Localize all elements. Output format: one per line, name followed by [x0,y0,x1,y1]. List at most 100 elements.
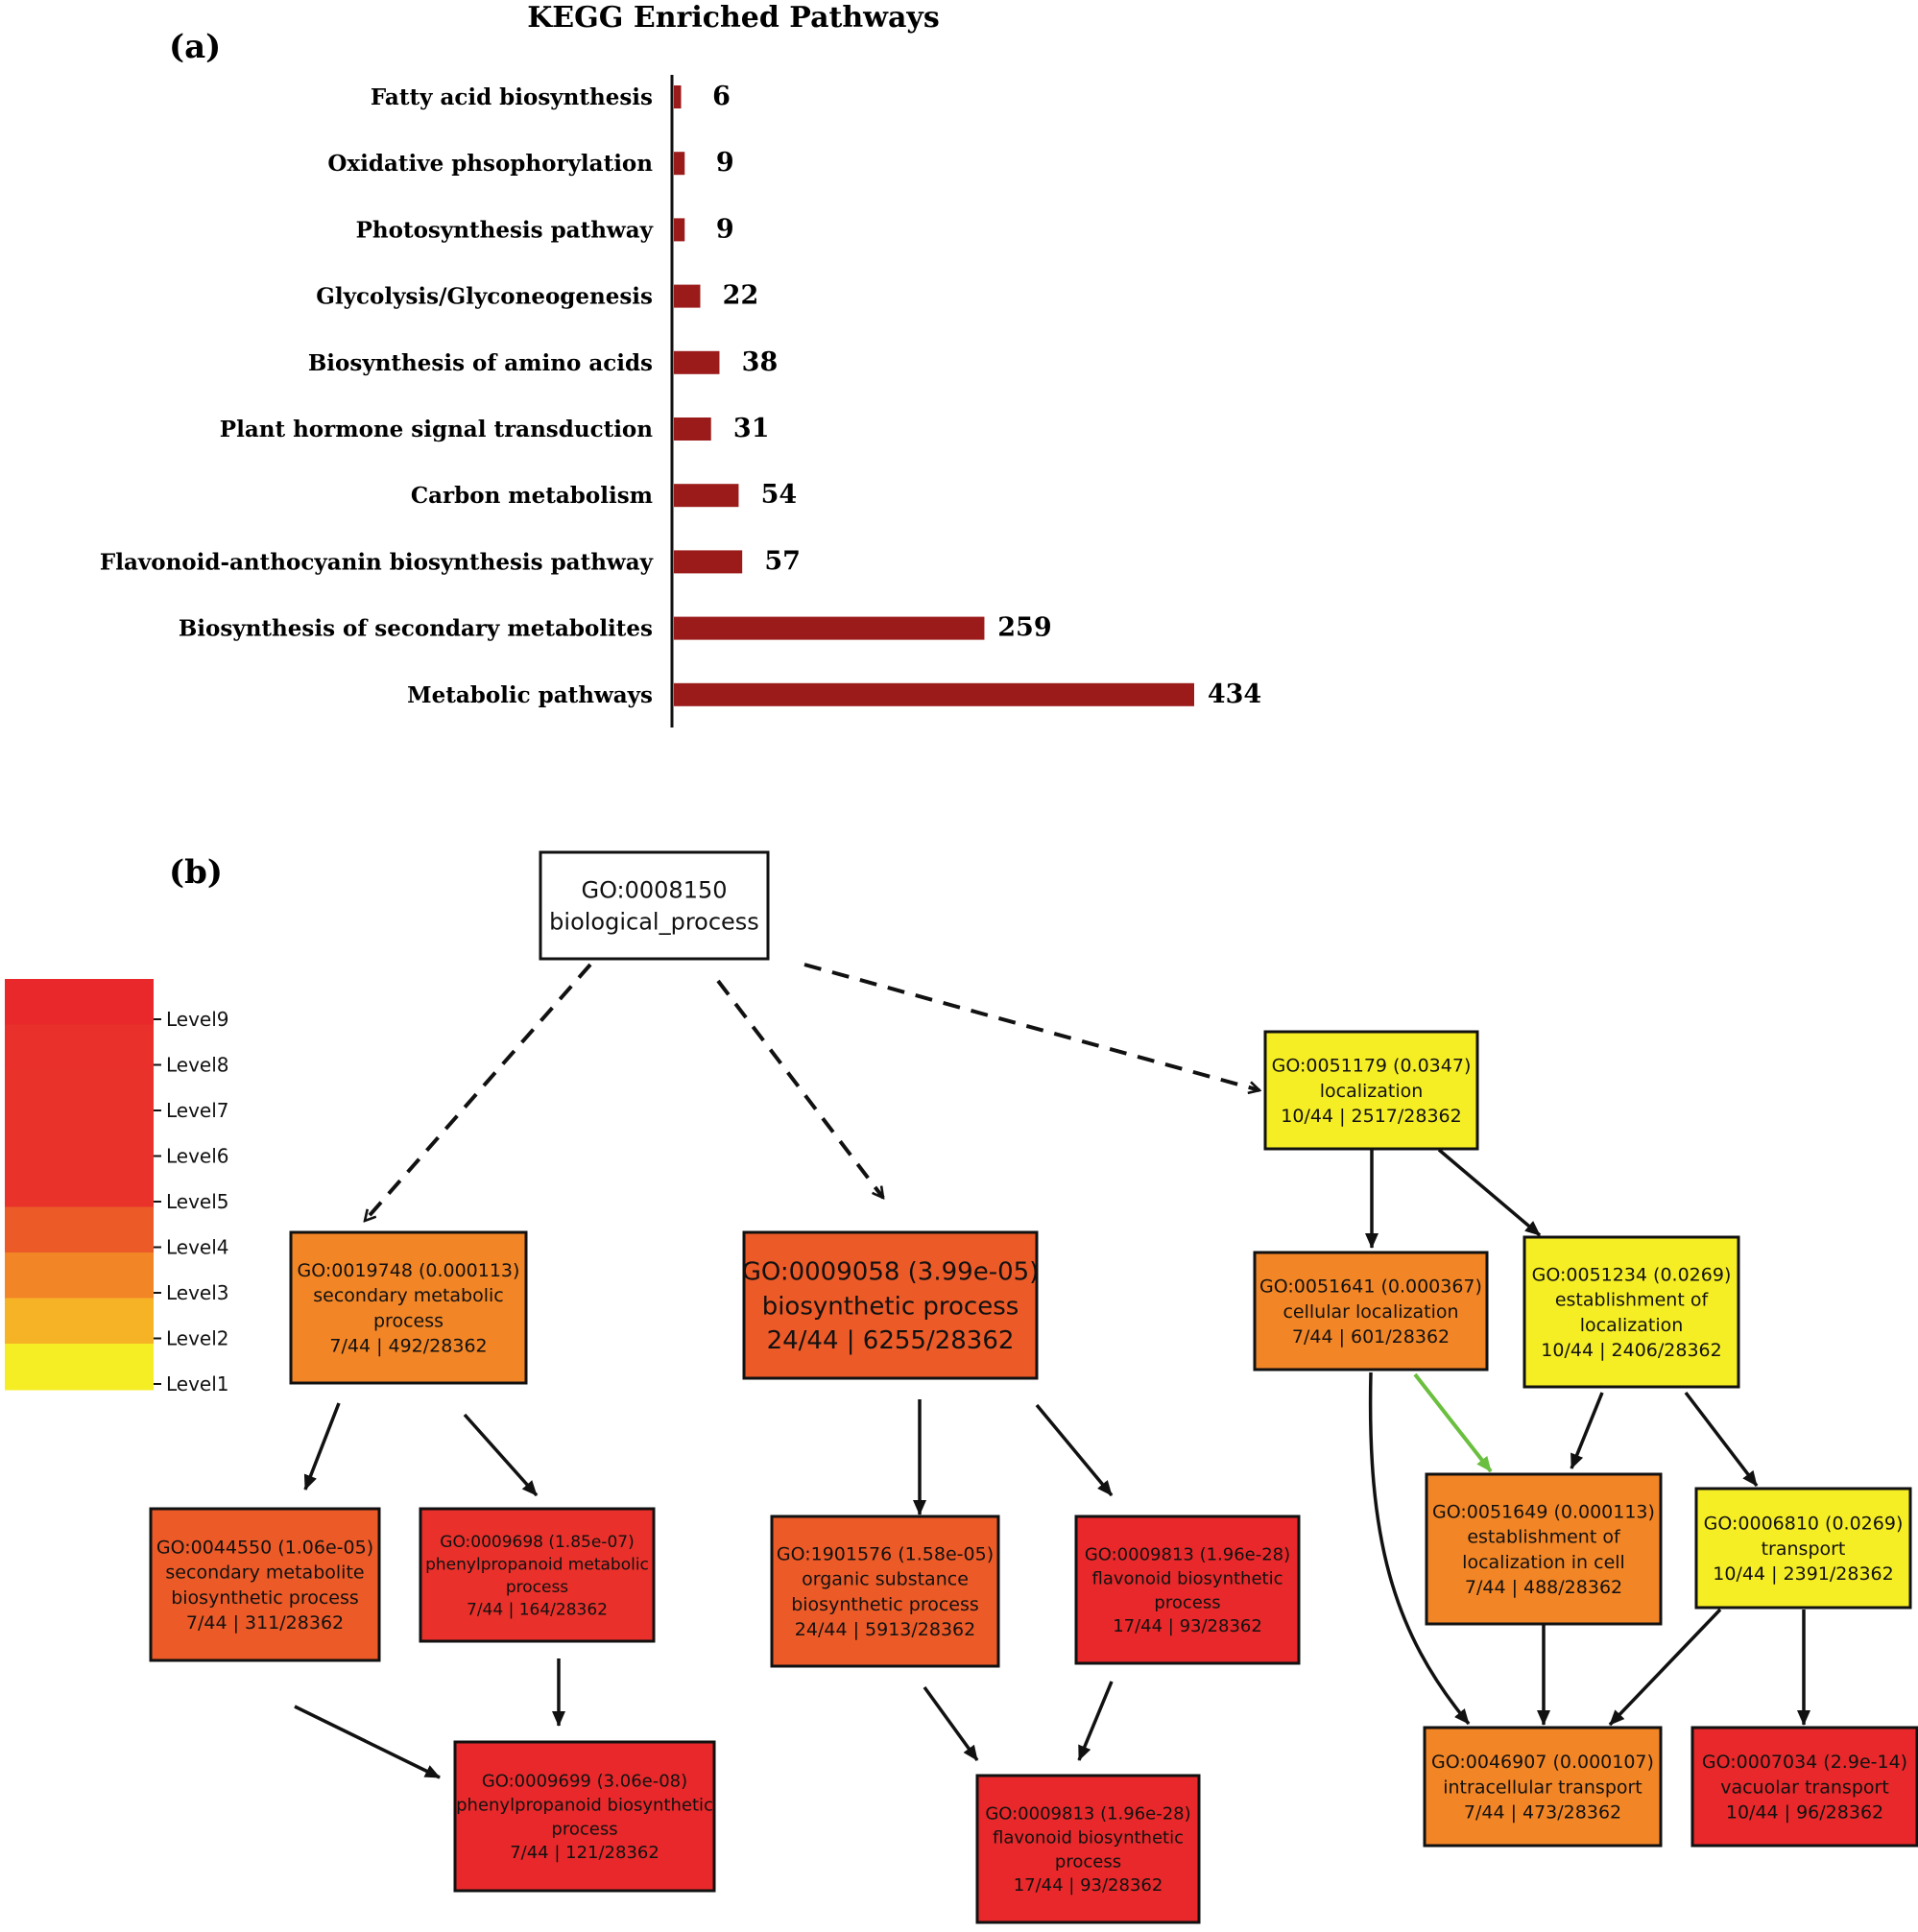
go-node-text: organic substance [802,1569,969,1590]
go-node-text: establishment of [1467,1527,1621,1548]
go-node-text: secondary metabolic [313,1285,503,1306]
go-node-text: 7/44 | 311/28362 [186,1612,344,1634]
go-node-box [1694,1487,1912,1610]
legend-swatch-level2 [5,1298,154,1345]
level-legend: Level9Level8Level7Level6Level5Level4Leve… [5,979,229,1395]
bar [674,350,720,374]
go-node-text: phenylpropanoid biosynthetic [456,1796,713,1816]
go-node-text: GO:0009698 (1.85e-07) [440,1533,634,1552]
go-node-text: localization [1320,1081,1424,1102]
go-node-text: GO:0051179 (0.0347) [1272,1056,1472,1077]
bar [674,682,1194,706]
bar [674,550,743,574]
go-node: GO:0046907 (0.000107)intracellular trans… [1423,1726,1663,1848]
category-label: Flavonoid-anthocyanin biosynthesis pathw… [100,549,654,575]
go-node-box [419,1507,656,1643]
go-node-box [453,1740,716,1893]
go-node-text: GO:0009813 (1.96e-28) [1085,1545,1290,1565]
legend-label: Level8 [166,1054,229,1077]
go-node-text: establishment of [1555,1290,1710,1311]
legend-swatch-level3 [5,1252,154,1300]
go-node: GO:0044550 (1.06e-05) secondary metabolit… [149,1507,381,1662]
go-edges [294,963,1810,1779]
go-node-text: process [373,1310,444,1331]
go-node-text: GO:0009813 (1.96e-28) [985,1804,1190,1825]
go-node-text: vacuolar transport [1720,1777,1889,1798]
go-node-text: 7/44 | 488/28362 [1465,1577,1622,1598]
category-label: Glycolysis/Glyconeogenesis [316,284,653,310]
go-node-text: 10/44 | 2391/28362 [1713,1563,1893,1585]
go-node-text: GO:0009058 (3.99e-05) [742,1257,1040,1286]
go-node-text: GO:1901576 (1.58e-05) [777,1544,994,1565]
dashed-edge [716,979,883,1198]
go-node: GO:0051234 (0.0269) establishment of local… [1522,1235,1740,1389]
go-node: GO:0051641 (0.000367)cellular localizati… [1253,1251,1489,1371]
go-node-text: GO:0051234 (0.0269) [1532,1265,1732,1286]
go-node-text: 7/44 | 601/28362 [1292,1326,1450,1348]
category-label: Biosynthesis of secondary metabolites [179,616,653,642]
value-label: 6 [712,82,731,111]
go-node-box [1253,1251,1489,1371]
legend-swatch-level9 [5,979,154,1026]
solid-edge [1608,1608,1722,1727]
go-node-text: GO:0008150 [581,877,727,904]
go-node: GO:0007034 (2.9e-14)vacuolar transport10… [1690,1726,1918,1848]
green-edge [1413,1372,1493,1473]
go-node-text: secondary metabolite [165,1562,364,1584]
bar [674,218,685,242]
go-node-text: 10/44 | 2406/28362 [1541,1340,1721,1361]
go-node-text: process [551,1819,617,1839]
go-node-text: 7/44 | 492/28362 [329,1336,487,1357]
go-node-text: process [1055,1851,1121,1872]
solid-edge [923,1685,979,1762]
value-label: 31 [733,414,770,443]
go-node: GO:0019748 (0.000113) secondary metabolic… [289,1230,528,1385]
go-node-text: GO:0051649 (0.000113) [1432,1502,1655,1523]
legend-label: Level9 [166,1008,229,1031]
legend-label: Level5 [166,1190,229,1213]
go-node-text: localization [1580,1315,1684,1336]
go-node: GO:0009813 (1.96e-28)flavonoid biosynthe… [975,1774,1201,1924]
legend-label: Level6 [166,1145,229,1168]
panel-b-go-diagram: (b) Level9Level8Level7Level6Level5Level4… [5,850,1918,1924]
legend-swatch-level1 [5,1344,154,1391]
bar [674,85,682,108]
go-node-text: GO:0007034 (2.9e-14) [1702,1752,1907,1773]
dashed-edge [365,963,592,1221]
go-node-text: 7/44 | 121/28362 [510,1843,659,1863]
bar [674,152,685,176]
legend-swatch-level8 [5,1024,154,1071]
value-label: 54 [761,480,798,510]
panel-b-label: (b) [169,853,223,892]
go-node: GO:1901576 (1.58e-05) organic substance bi… [770,1515,1000,1668]
go-node-box [1690,1726,1918,1848]
go-node-box [289,1230,528,1385]
category-label: Fatty acid biosynthesis [371,84,653,110]
go-node-text: GO:0044550 (1.06e-05) [156,1538,373,1559]
curved-edge [1368,1371,1471,1726]
go-node-text: cellular localization [1283,1301,1458,1323]
category-label: Photosynthesis pathway [356,217,654,243]
category-label: Plant hormone signal transduction [220,417,653,442]
go-node-text: biosynthetic process [171,1587,359,1609]
bar [674,417,711,441]
legend-swatch-level5 [5,1161,154,1208]
go-node: GO:0009698 (1.85e-07)phenylpropanoid met… [419,1507,656,1643]
go-node-text: GO:0006810 (0.0269) [1704,1514,1904,1535]
go-node-box [1522,1235,1740,1389]
go-node-text: biological_process [549,909,759,936]
solid-edge [1035,1403,1114,1497]
go-node-text: GO:0019748 (0.000113) [298,1260,520,1281]
category-label: Carbon metabolism [411,483,653,509]
go-node: GO:0009058 (3.99e-05)biosynthetic proces… [742,1230,1040,1380]
solid-edge [1437,1148,1542,1237]
legend-label: Level7 [166,1099,229,1122]
go-node-text: intracellular transport [1443,1777,1642,1798]
go-node-text: biosynthetic process [791,1594,979,1615]
go-node-box [770,1515,1000,1668]
go-node: GO:0009813 (1.96e-28)flavonoid biosynthe… [1074,1515,1301,1665]
go-node-text: process [506,1578,568,1597]
go-node: GO:0009699 (3.06e-08)phenylpropanoid bio… [453,1740,716,1893]
go-node-text: 7/44 | 473/28362 [1464,1802,1621,1824]
